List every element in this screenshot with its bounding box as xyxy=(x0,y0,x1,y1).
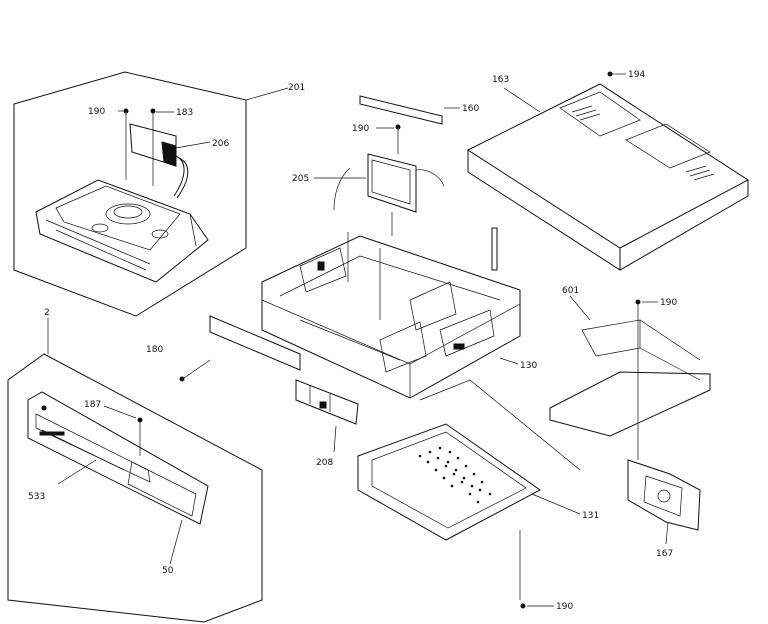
label-50: 50 xyxy=(162,566,174,576)
power-supply-assembly: 601 190 167 xyxy=(549,286,711,559)
bracket-160 xyxy=(359,95,443,125)
label-190-power-screw: 190 xyxy=(660,298,677,308)
head-cable xyxy=(173,155,185,197)
main-chassis xyxy=(261,235,521,399)
mechanism-assembly-group: 201 190 183 206 xyxy=(13,71,305,317)
vent-holes xyxy=(418,446,492,504)
front-bracket xyxy=(209,315,301,371)
front-bracket-assembly: 180 208 xyxy=(146,315,359,468)
label-601: 601 xyxy=(562,286,579,296)
label-163: 163 xyxy=(492,75,509,85)
front-panel-group: 2 187 533 50 xyxy=(7,308,263,623)
label-167: 167 xyxy=(656,549,673,559)
label-208: 208 xyxy=(316,458,333,468)
front-panel-group-outline xyxy=(7,353,263,623)
display-board-208 xyxy=(295,379,359,425)
label-194: 194 xyxy=(628,70,645,80)
label-533: 533 xyxy=(28,492,45,502)
label-180: 180 xyxy=(146,345,163,355)
label-2: 2 xyxy=(44,308,50,318)
label-206: 206 xyxy=(212,139,229,149)
label-187: 187 xyxy=(84,400,101,410)
mechanism-group-outline xyxy=(13,71,247,317)
chassis-assembly: 160 190 205 130 xyxy=(261,95,537,399)
label-190-mechanism-screw: 190 xyxy=(88,107,105,117)
label-160: 160 xyxy=(462,104,479,114)
label-190-bottom-screw: 190 xyxy=(556,602,573,612)
label-183: 183 xyxy=(176,108,193,118)
label-205: 205 xyxy=(292,174,309,184)
label-190-bracket-screw: 190 xyxy=(352,124,369,134)
shield-601 xyxy=(549,371,711,437)
label-201: 201 xyxy=(288,83,305,93)
front-panel xyxy=(27,391,209,525)
vcr-mechanism xyxy=(35,179,209,283)
bottom-plate-assembly: 131 190 xyxy=(357,379,599,612)
label-131: 131 xyxy=(582,511,599,521)
top-cover-assembly: 163 194 xyxy=(466,70,749,271)
bottom-plate xyxy=(357,423,541,541)
power-board-167 xyxy=(627,459,701,531)
label-130: 130 xyxy=(520,361,537,371)
